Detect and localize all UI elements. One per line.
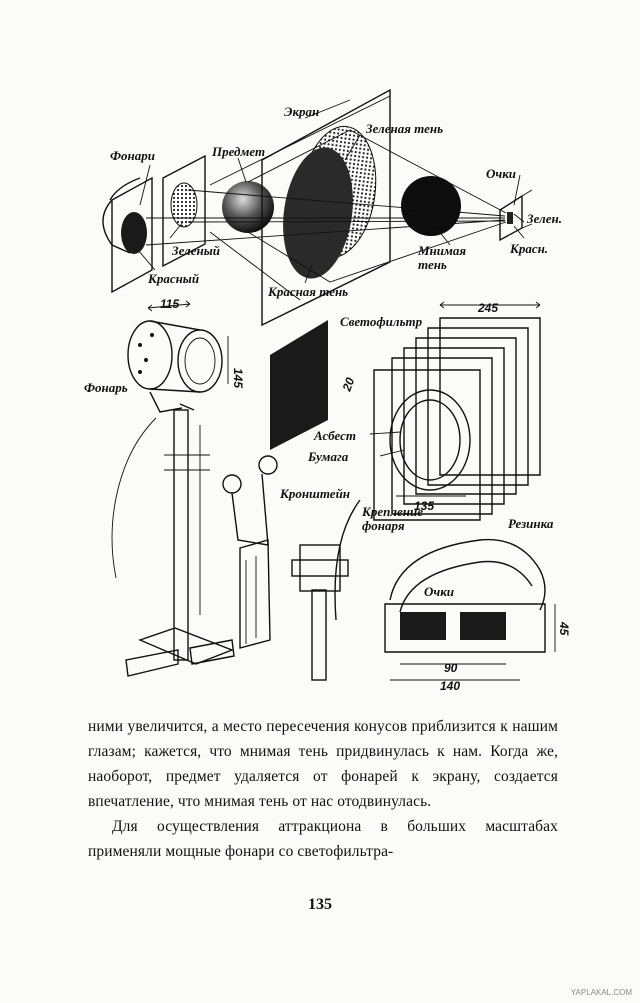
label-ekran: Экран [284, 104, 319, 119]
glasses: Очки Резинка 90 140 45 [384, 516, 571, 693]
label-zelenaya-ten: Зеленая тень [365, 121, 443, 136]
dim-90: 90 [444, 661, 458, 675]
label-kreplenie-line: Крепление [361, 504, 423, 519]
label-zelenyi: Зеленый [171, 243, 220, 258]
dim-20: 20 [339, 375, 357, 394]
watermark: YAPLAKAL.COM [570, 988, 632, 997]
label-predmet: Предмет [211, 144, 265, 159]
dim-245: 245 [477, 301, 498, 315]
lantern-mount: Крепление фонаря [291, 499, 426, 681]
label-rezinka: Резинка [508, 516, 554, 531]
label-fonar: Фонарь [84, 380, 128, 395]
paragraph-1: ними увеличится, а место пересечения кон… [88, 718, 558, 810]
label-krasnaya-ten: Красная тень [267, 284, 348, 299]
label-mnimaya-ten-line: Мнимая [417, 243, 466, 258]
label-bumaga: Бумага [307, 449, 349, 464]
label-ochki-bottom: Очки [424, 584, 454, 599]
lantern-stand: 115 145 Фонарь [84, 297, 245, 677]
light-filter: Светофильтр [270, 314, 423, 450]
label-krasn: Красн. [509, 241, 548, 256]
dim-140: 140 [440, 679, 460, 693]
paragraph-2: Для осуществления аттракциона в больших … [88, 818, 558, 860]
label-zelen: Зелен. [526, 211, 562, 226]
shadow-diagram: Экран Зеленая тень Фонари Предмет Очки З… [102, 88, 562, 327]
label-kronshtein: Кронштейн [279, 486, 350, 501]
label-svetofiltr: Светофильтр [340, 314, 423, 329]
label-mnimaya-ten: Мнимая тень [417, 243, 469, 272]
filter-stack: 245 20 135 Асбест Бумага [307, 301, 541, 521]
label-ochki-top: Очки [486, 166, 516, 181]
label-kreplenie-line-2: фонаря [362, 518, 405, 533]
body-text: ними увеличится, а место пересечения кон… [88, 714, 558, 864]
label-asbest: Асбест [313, 428, 356, 443]
page-number: 135 [308, 896, 332, 913]
label-krasnyi: Красный [147, 271, 199, 286]
dim-135: 135 [414, 499, 434, 513]
label-fonari: Фонари [110, 148, 155, 163]
label-kreplenie: Крепление фонаря [361, 504, 426, 533]
dim-45: 45 [557, 621, 571, 636]
dim-145: 145 [231, 368, 245, 388]
bracket: Кронштейн [222, 455, 350, 649]
illustration: Экран Зеленая тень Фонари Предмет Очки З… [84, 88, 571, 693]
label-mnimaya-ten-line-2: тень [418, 257, 447, 272]
dim-115: 115 [160, 297, 179, 311]
